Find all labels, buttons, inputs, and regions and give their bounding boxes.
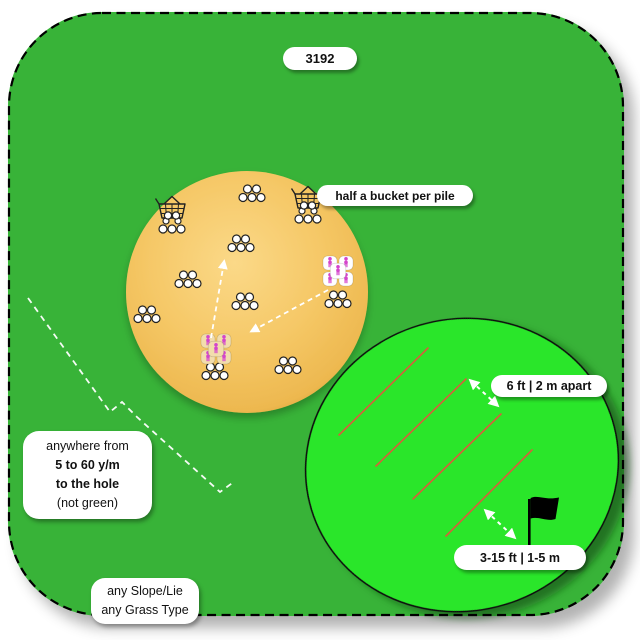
shot-range-path (27, 297, 236, 494)
range-note-line1: anywhere from (46, 439, 129, 453)
flag-icon (528, 496, 559, 547)
stripe-line (412, 413, 502, 500)
number-badge: 3192 (283, 47, 357, 70)
target-stripes (338, 347, 533, 537)
stripe-line (375, 378, 467, 467)
range-note-line4: (not green) (56, 496, 119, 510)
hole-distance-label: 3-15 ft | 1-5 m (454, 545, 586, 570)
players-icons (200, 255, 354, 365)
conditions-note: any Slope/Lie any Grass Type (91, 578, 199, 624)
green-arrows (468, 378, 517, 540)
hitting-circle-objects (133, 184, 354, 381)
circle-arrows (210, 259, 329, 339)
hitting-circle (126, 171, 368, 413)
stripe-line (338, 347, 429, 436)
conditions-line2: any Grass Type (101, 603, 189, 617)
ball-basket-icons (154, 185, 322, 234)
ball-piles (133, 184, 352, 381)
stripe-spacing-arrow (468, 378, 500, 408)
area-dashed-border (7, 11, 625, 617)
conditions-line1: any Slope/Lie (107, 584, 183, 598)
pile-note-label: half a bucket per pile (317, 185, 473, 206)
hole-distance-arrow (483, 508, 517, 540)
range-note: anywhere from 5 to 60 y/m to the hole (n… (23, 431, 152, 519)
stripe-line (445, 449, 533, 537)
stripe-spacing-label: 6 ft | 2 m apart (491, 375, 607, 397)
range-note-line3: to the hole (55, 477, 120, 491)
arrow-to-pile (210, 259, 228, 339)
range-note-line2: 5 to 60 y/m (55, 458, 120, 472)
